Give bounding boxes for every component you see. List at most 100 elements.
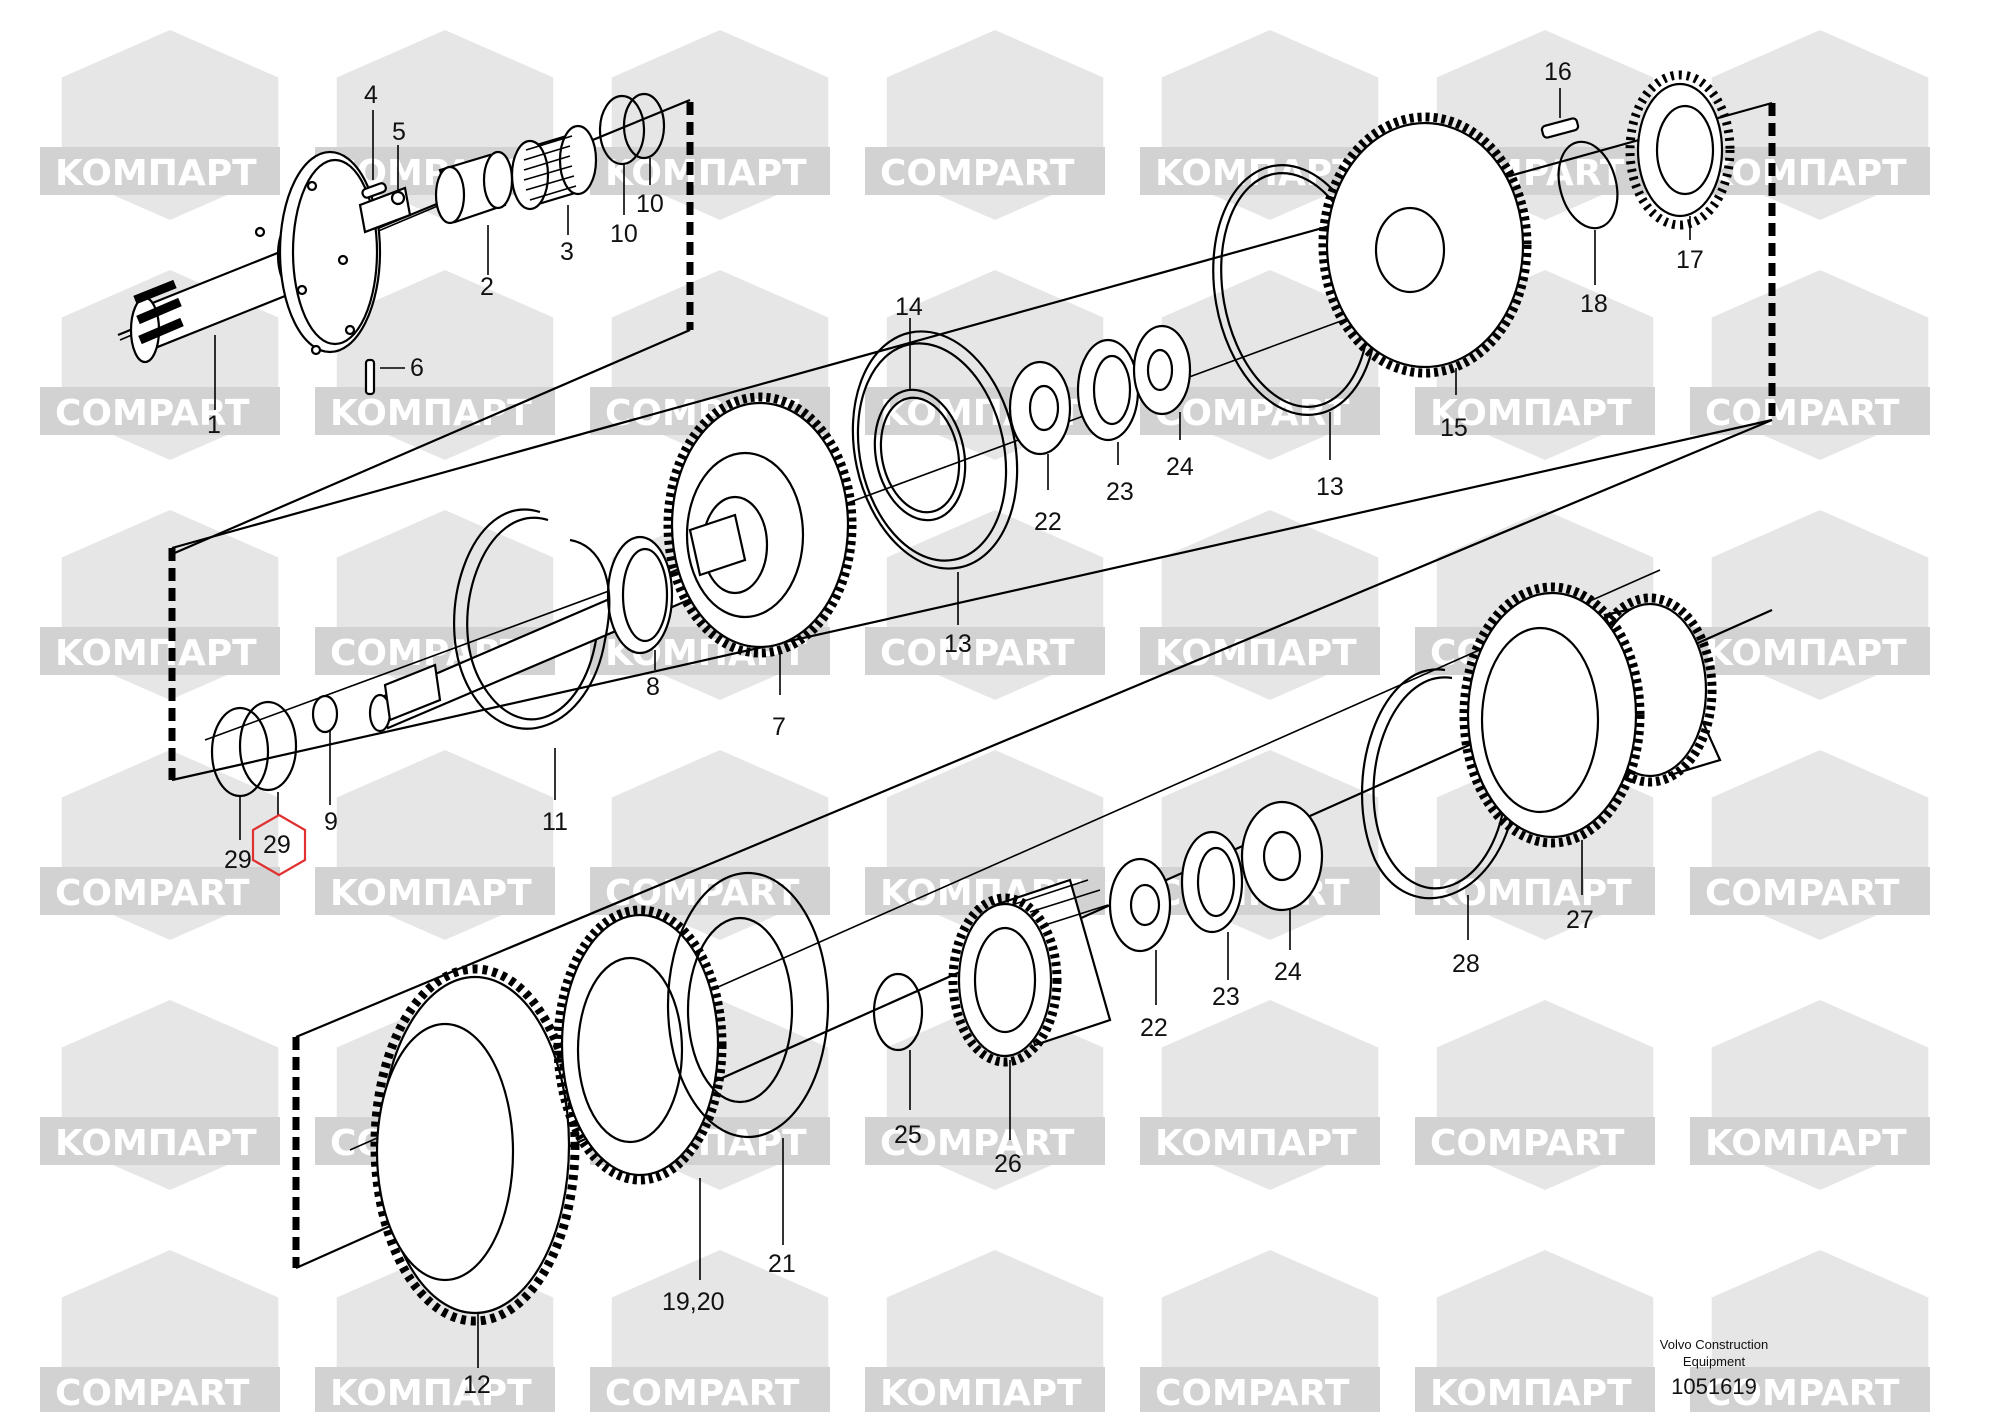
part-13-15-drum bbox=[1212, 112, 1532, 416]
part-11-split-ring bbox=[453, 508, 611, 730]
callout-13-a[interactable]: 13 bbox=[944, 630, 972, 658]
callout-19-20[interactable]: 19,20 bbox=[662, 1288, 725, 1316]
callout-9[interactable]: 9 bbox=[324, 808, 338, 836]
callout-7[interactable]: 7 bbox=[772, 713, 786, 741]
watermark-text: KOMПAPT bbox=[1430, 873, 1632, 914]
watermark-band bbox=[590, 867, 830, 915]
callout-27[interactable]: 27 bbox=[1566, 906, 1594, 934]
watermark-band bbox=[865, 1117, 1105, 1165]
part-25-snap-ring bbox=[872, 972, 924, 1052]
watermark-band bbox=[315, 387, 555, 435]
watermark-band bbox=[40, 387, 280, 435]
watermark-text: COMPART bbox=[880, 1123, 1075, 1164]
watermark-band bbox=[1415, 1117, 1655, 1165]
callout-8[interactable]: 8 bbox=[646, 673, 660, 701]
watermark-text: KOMПAPT bbox=[330, 873, 532, 914]
callout-6[interactable]: 6 bbox=[410, 354, 424, 382]
callout-10-a[interactable]: 10 bbox=[610, 220, 638, 248]
callout-21[interactable]: 21 bbox=[768, 1250, 796, 1278]
watermark-band bbox=[590, 147, 830, 195]
part-26-spline-hub bbox=[948, 878, 1112, 1067]
watermark-band bbox=[40, 147, 280, 195]
watermark-text: KOMПAPT bbox=[55, 1123, 257, 1164]
watermark-band bbox=[1690, 1367, 1930, 1415]
watermark-band bbox=[40, 627, 280, 675]
callout-11[interactable]: 11 bbox=[542, 808, 568, 836]
watermark-text: KOMПAPT bbox=[1705, 633, 1907, 674]
parts-22-23-24-lower bbox=[1108, 800, 1324, 953]
callout-1[interactable]: 1 bbox=[207, 411, 221, 439]
parts-16-17-18 bbox=[1540, 70, 1735, 230]
callout-25[interactable]: 25 bbox=[894, 1121, 922, 1149]
watermark-layer: KOMПAPT COMPART KOMПAPT COMPART KOMПAPT COMPA… bbox=[40, 30, 1930, 1417]
callout-12[interactable]: 12 bbox=[463, 1371, 491, 1399]
callout-17[interactable]: 17 bbox=[1676, 246, 1704, 274]
part-12-ring-gear bbox=[370, 964, 580, 1326]
callout-24-a[interactable]: 24 bbox=[1166, 453, 1194, 481]
watermark-band bbox=[865, 1367, 1105, 1415]
watermark-text: KOMПAPT bbox=[1430, 393, 1632, 434]
part-10-snap-rings bbox=[598, 92, 666, 166]
callout-labels: 1 2 3 4 5 6 10 10 29 29 9 11 8 7 14 13 2… bbox=[207, 58, 1704, 1399]
watermark-band bbox=[315, 867, 555, 915]
part-27-clutch-drum bbox=[1459, 582, 1722, 848]
footer-block: Volvo Construction Equipment 1051619 bbox=[1660, 1337, 1768, 1399]
watermark-band bbox=[865, 627, 1105, 675]
footer-company-line-2: Equipment bbox=[1683, 1354, 1746, 1369]
part-8-bearing bbox=[606, 535, 674, 655]
watermark-text: KOMПAPT bbox=[1155, 1123, 1357, 1164]
watermark-band bbox=[315, 1367, 555, 1415]
watermark-text: KOMПAPT bbox=[55, 633, 257, 674]
callout-23-b[interactable]: 23 bbox=[1212, 983, 1240, 1011]
callout-5[interactable]: 5 bbox=[392, 118, 406, 146]
watermark-text: COMPART bbox=[1155, 1373, 1350, 1412]
callout-22-a[interactable]: 22 bbox=[1034, 508, 1062, 536]
callout-3[interactable]: 3 bbox=[560, 238, 574, 266]
leader-lines bbox=[214, 88, 1691, 1368]
callout-18[interactable]: 18 bbox=[1580, 290, 1608, 318]
callout-26[interactable]: 26 bbox=[994, 1150, 1022, 1178]
watermark-band bbox=[1415, 387, 1655, 435]
watermark-text: COMPART bbox=[880, 633, 1075, 674]
watermark-text: KOMПAPT bbox=[605, 153, 807, 194]
callout-15[interactable]: 15 bbox=[1440, 414, 1468, 442]
callout-24-b[interactable]: 24 bbox=[1274, 958, 1302, 986]
watermark-text: KOMПAPT bbox=[55, 153, 257, 194]
watermark-text: COMPART bbox=[55, 873, 250, 914]
watermark-band bbox=[40, 1117, 280, 1165]
callout-13-b[interactable]: 13 bbox=[1316, 473, 1344, 501]
callout-22-b[interactable]: 22 bbox=[1140, 1014, 1168, 1042]
watermark-band bbox=[1690, 147, 1930, 195]
callout-14[interactable]: 14 bbox=[895, 293, 923, 321]
highlight-hexagon-29[interactable] bbox=[251, 813, 307, 877]
watermark-band bbox=[865, 147, 1105, 195]
footer-drawing-number: 1051619 bbox=[1671, 1374, 1757, 1399]
watermark-band bbox=[40, 1367, 280, 1415]
watermark-band bbox=[1140, 1117, 1380, 1165]
callout-16[interactable]: 16 bbox=[1544, 58, 1572, 86]
callout-29-a[interactable]: 29 bbox=[224, 846, 252, 874]
watermark-band bbox=[1415, 1367, 1655, 1415]
watermark-text: KOMПAPT bbox=[1705, 153, 1907, 194]
watermark-band bbox=[590, 1367, 830, 1415]
callout-29-highlighted[interactable]: 29 bbox=[263, 831, 291, 859]
watermark-text: KOMПAPT bbox=[1705, 1123, 1907, 1164]
watermark-text: KOMПAPT bbox=[1430, 1373, 1632, 1412]
part-3-needle-bearing bbox=[510, 124, 598, 211]
part-1-input-shaft bbox=[119, 150, 441, 364]
parts-19-20-21-discs bbox=[553, 871, 830, 1185]
watermark-band bbox=[1690, 627, 1930, 675]
callout-4[interactable]: 4 bbox=[364, 81, 378, 109]
callout-10-b[interactable]: 10 bbox=[636, 190, 664, 218]
callout-23-a[interactable]: 23 bbox=[1106, 478, 1134, 506]
footer-company-line-1: Volvo Construction bbox=[1660, 1337, 1768, 1352]
watermark-text: KOMПAPT bbox=[1155, 153, 1357, 194]
parts-4-5-6-pins bbox=[361, 182, 406, 396]
watermark-text: KOMПAPT bbox=[330, 1373, 532, 1412]
callout-28[interactable]: 28 bbox=[1452, 950, 1480, 978]
callout-2[interactable]: 2 bbox=[480, 273, 494, 301]
watermark-band bbox=[1690, 867, 1930, 915]
watermark-text: COMPART bbox=[55, 1373, 250, 1412]
